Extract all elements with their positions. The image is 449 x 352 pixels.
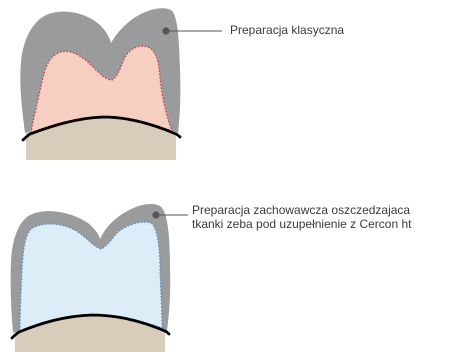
classic-preparation-tooth bbox=[20, 8, 180, 160]
conservative-leader bbox=[152, 211, 188, 218]
conservative-preparation-label: Preparacja zachowawcza oszczedzajaca tka… bbox=[192, 203, 411, 231]
conservative-preparation-tooth bbox=[11, 204, 171, 352]
classic-preparation-label: Preparacja klasyczna bbox=[230, 23, 344, 37]
conservative-preparation-label-line1: Preparacja zachowawcza oszczedzajaca bbox=[192, 203, 411, 217]
conservative-preparation-label-line2: tkanki zeba pod uzupełnienie z Cercon ht bbox=[192, 217, 411, 231]
